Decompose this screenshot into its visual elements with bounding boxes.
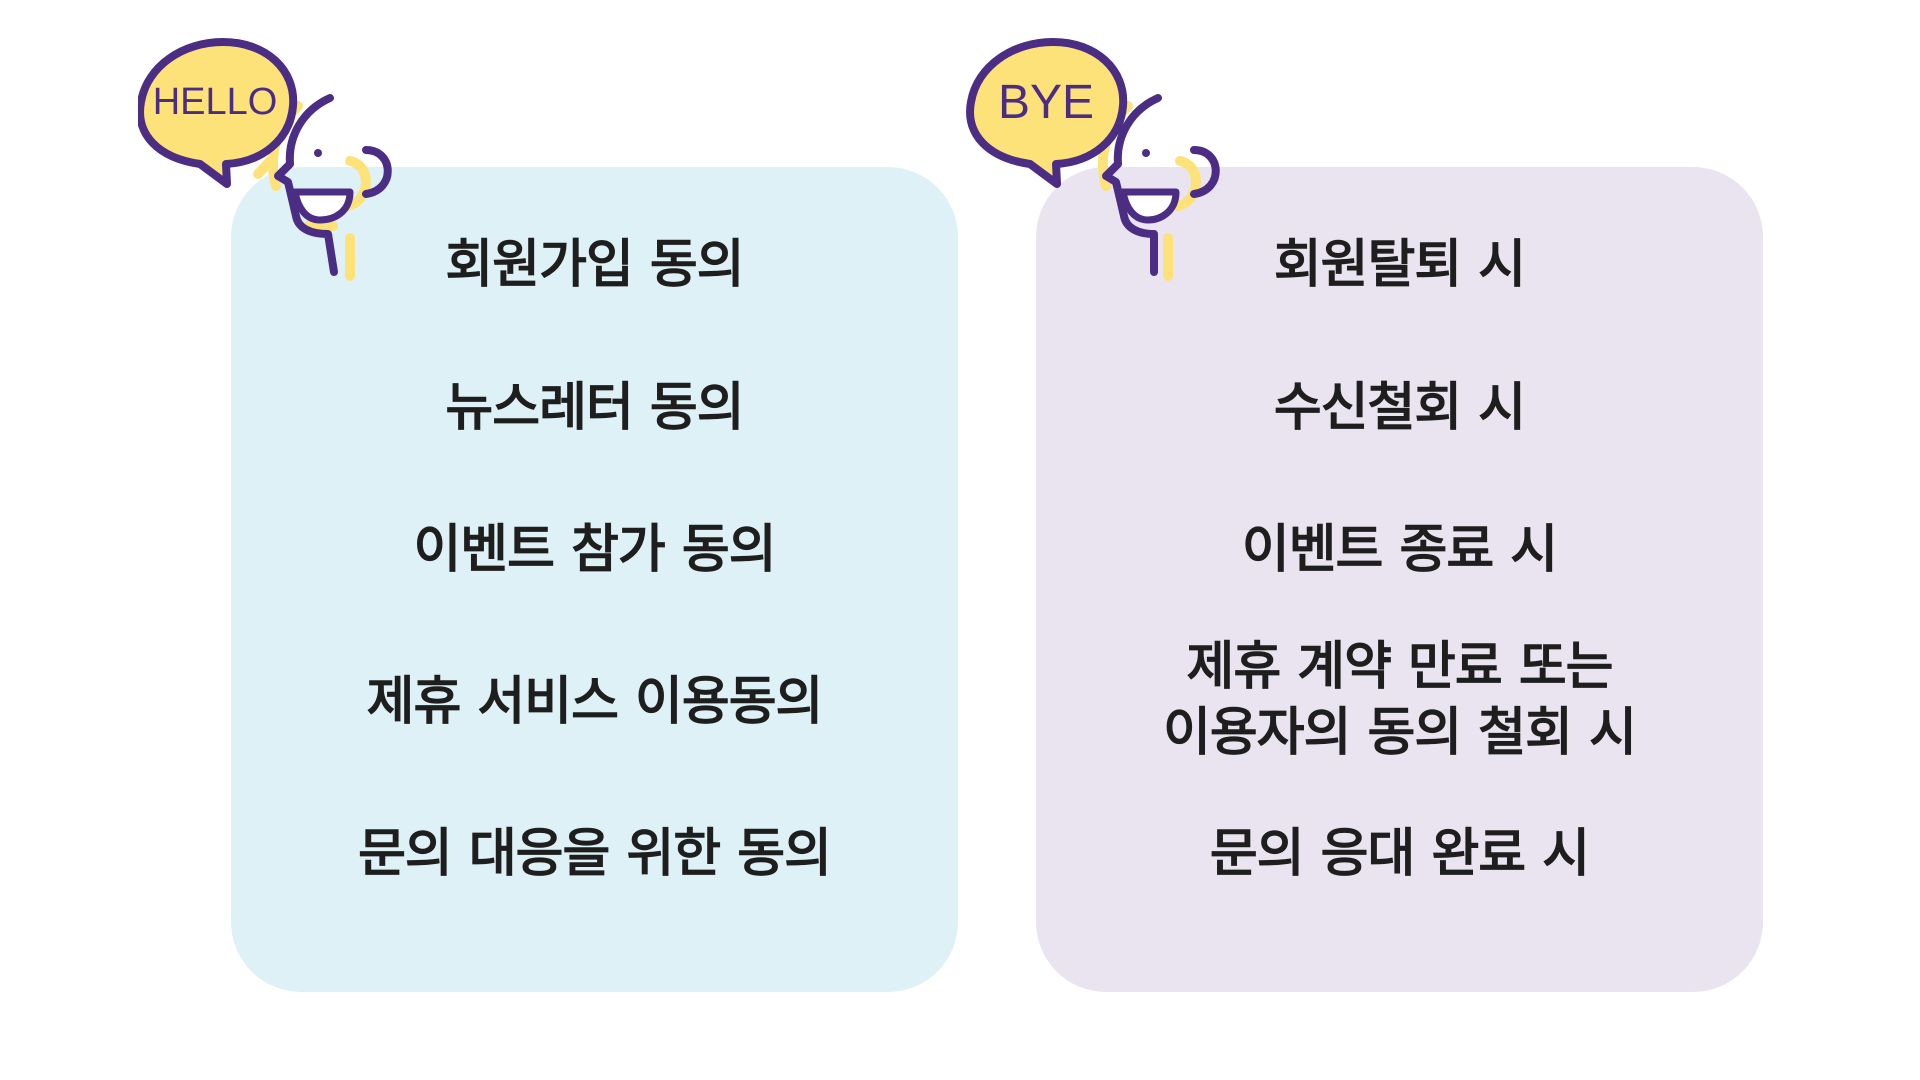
hello-speech-icon: HELLO (138, 38, 392, 281)
withdrawal-item: 수신철회 시 (1036, 375, 1763, 441)
consent-item-text: 뉴스레터 동의 (445, 378, 744, 438)
withdrawal-item-text: 이벤트 종료 시 (1241, 520, 1558, 580)
consent-item-text: 회원가입 동의 (445, 235, 744, 295)
withdrawal-item-text: 제휴 계약 만료 또는 (1186, 637, 1613, 697)
withdrawal-item: 이벤트 종료 시 (1036, 517, 1763, 583)
consent-card: 회원가입 동의 뉴스레터 동의 이벤트 참가 동의 제휴 서비스 이용동의 문의… (231, 167, 958, 992)
consent-item: 제휴 서비스 이용동의 (231, 669, 958, 735)
hello-badge-text: HELLO (153, 81, 278, 123)
consent-item: 회원가입 동의 (231, 232, 958, 298)
withdrawal-item-text: 회원탈퇴 시 (1273, 235, 1526, 295)
consent-item: 이벤트 참가 동의 (231, 517, 958, 583)
consent-item: 뉴스레터 동의 (231, 375, 958, 441)
bye-speech-icon: BYE (966, 38, 1220, 281)
withdrawal-item-text: 수신철회 시 (1273, 378, 1526, 438)
withdrawal-item: 회원탈퇴 시 (1036, 232, 1763, 298)
withdrawal-item-text: 문의 응대 완료 시 (1209, 824, 1590, 884)
consent-item-text: 문의 대응을 위한 동의 (358, 824, 832, 884)
consent-item-text: 제휴 서비스 이용동의 (366, 672, 824, 732)
withdrawal-item: 문의 응대 완료 시 (1036, 821, 1763, 887)
withdrawal-card: 회원탈퇴 시 수신철회 시 이벤트 종료 시 제휴 계약 만료 또는 이용자의 … (1036, 167, 1763, 992)
bye-badge-text: BYE (998, 76, 1094, 129)
withdrawal-item: 제휴 계약 만료 또는 이용자의 동의 철회 시 (1036, 634, 1763, 766)
withdrawal-item-text: 이용자의 동의 철회 시 (1163, 703, 1637, 763)
consent-item: 문의 대응을 위한 동의 (231, 821, 958, 887)
consent-item-text: 이벤트 참가 동의 (413, 520, 776, 580)
